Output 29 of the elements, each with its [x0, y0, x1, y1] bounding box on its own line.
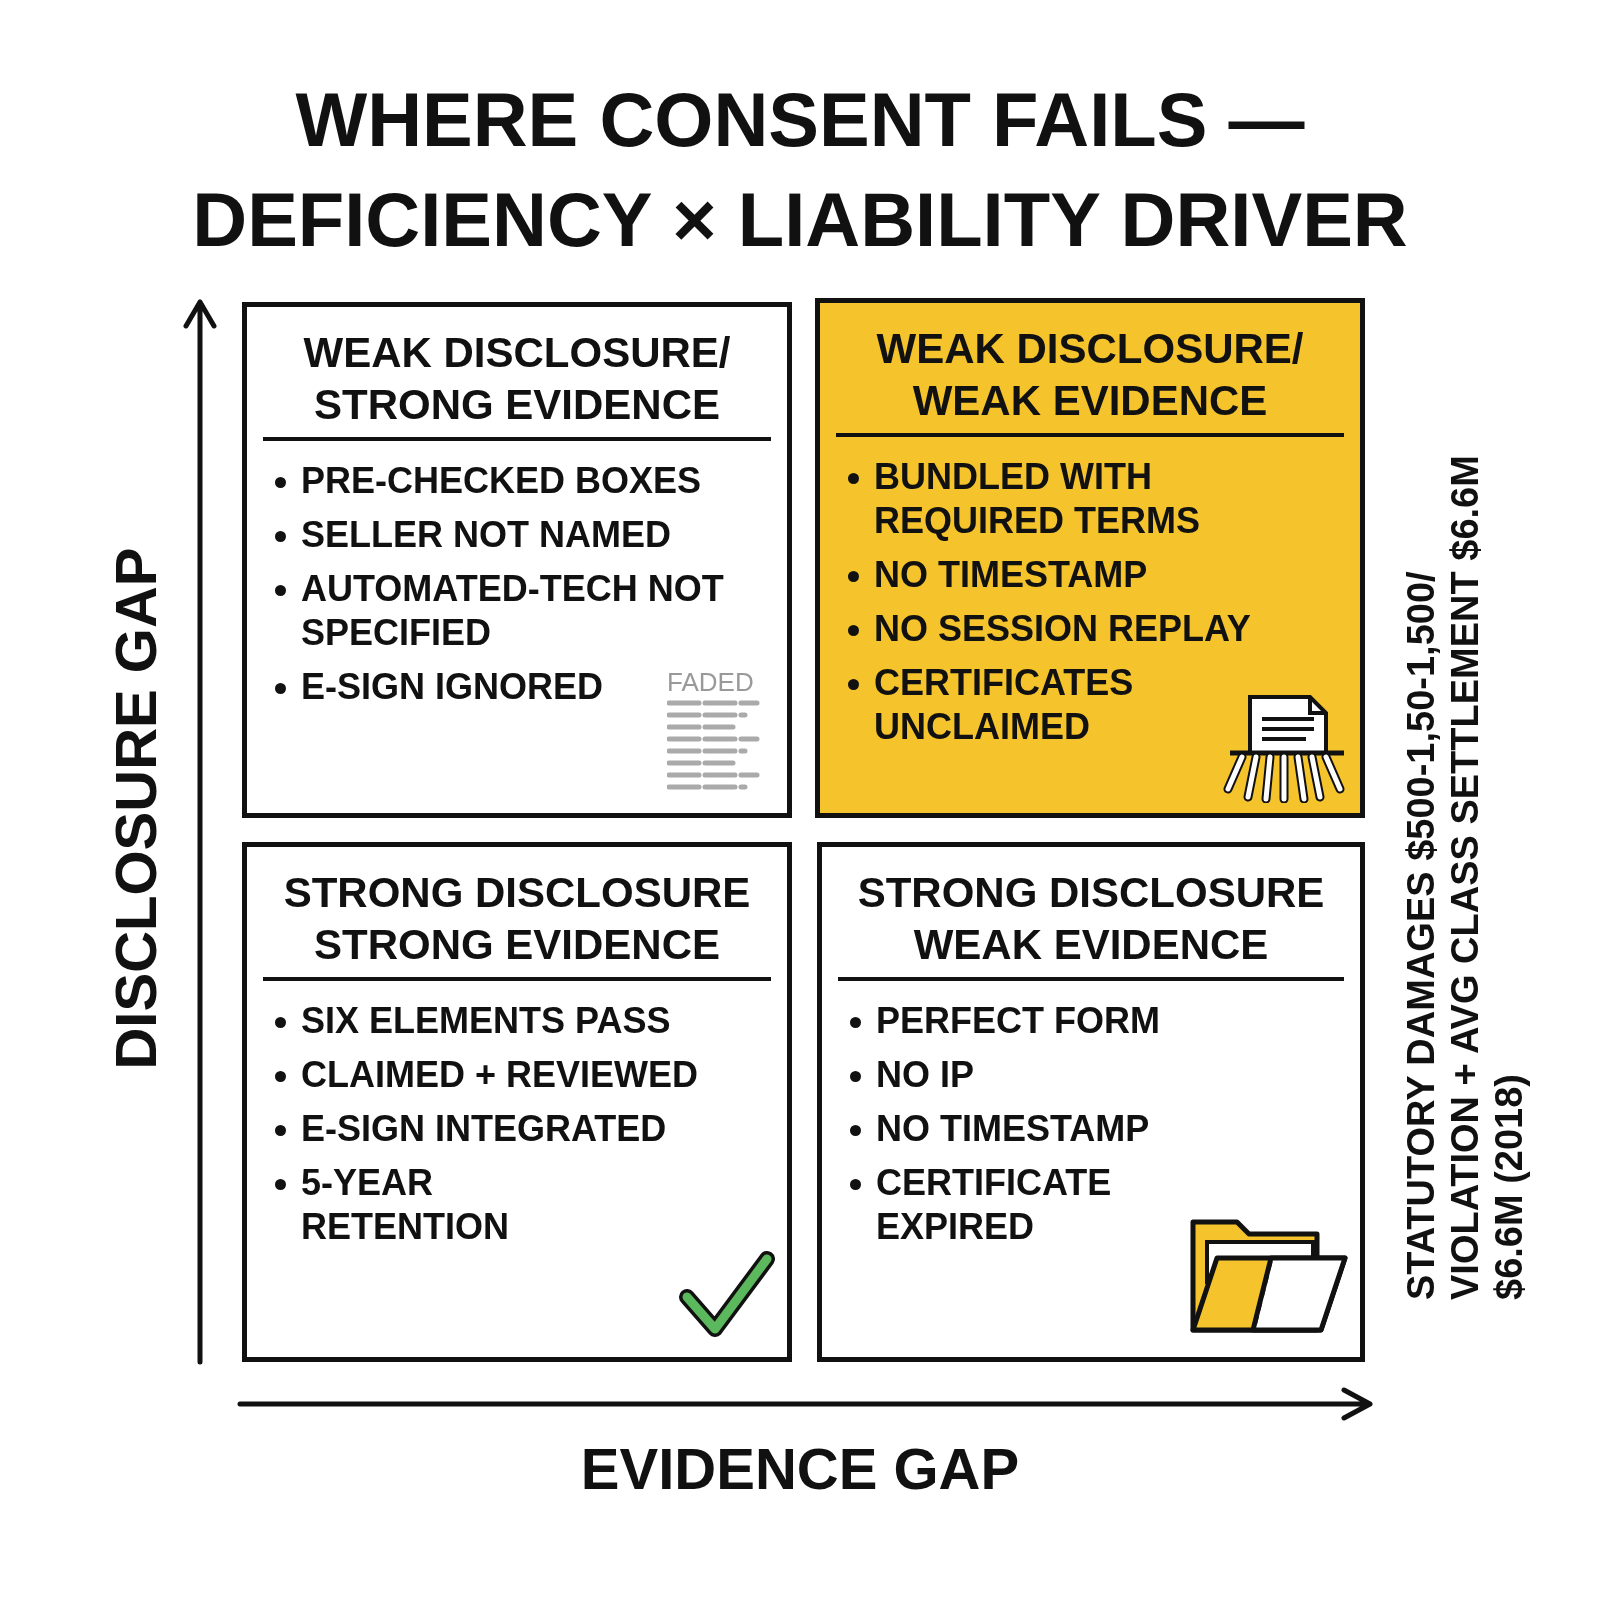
axis-label: EVIDENCE GAP [579, 1435, 1021, 1502]
bullet-text: AUTOMATED-TECH NOT SPECIFIED [301, 568, 724, 653]
bullet-text: NO IP [876, 1054, 974, 1095]
bullet-text: NO TIMESTAMP [876, 1108, 1150, 1149]
bullet-text: NO SESSION REPLAY [874, 608, 1251, 649]
quadrant-box [242, 302, 792, 818]
bullet-text: 5-YEAR RETENTION [301, 1162, 509, 1247]
bullet-text: BUNDLED WITH REQUIRED TERMS [874, 456, 1201, 541]
bullet-text: E-SIGN IGNORED [301, 666, 604, 707]
bullet-text: PRE-CHECKED BOXES [301, 460, 702, 501]
title: WHERE CONSENT FAILS — DEFICIENCY × LIABILITY DRIVER [191, 76, 1409, 264]
quadrant-heading: STRONG DISCLOSURE WEAK EVIDENCE [838, 867, 1344, 981]
bullet-text: PERFECT FORM [876, 1000, 1160, 1041]
bullet-text: CERTIFICATE EXPIRED [876, 1162, 1112, 1247]
quadrant-box [817, 842, 1365, 1362]
bullet-text: NO TIMESTAMP [874, 554, 1148, 595]
quadrant-heading: STRONG DISCLOSURE STRONG EVIDENCE [263, 867, 771, 981]
quadrant-heading: WEAK DISCLOSURE/ WEAK EVIDENCE [836, 323, 1344, 437]
bullet-text: CERTIFICATES UNCLAIMED [874, 662, 1134, 747]
quadrant-heading: WEAK DISCLOSURE/ STRONG EVIDENCE [263, 327, 771, 441]
bullet-text: SELLER NOT NAMED [301, 514, 671, 555]
faded-document-label: FADED [667, 667, 755, 697]
quadrant-box [242, 842, 792, 1362]
bullet-text: E-SIGN INTEGRATED [301, 1108, 667, 1149]
side-note: STATUTORY DAMAGES $500-1,50-1,500/ VIOLATION + AVG CLASS SETTLEMENT $6.6M $6.6M (2018) [1399, 454, 1531, 1300]
bullet-text: CLAIMED + REVIEWED [301, 1054, 699, 1095]
bullet-text: SIX ELEMENTS PASS [301, 1000, 671, 1041]
quadrant-box [815, 298, 1365, 818]
axis-label: DISCLOSURE GAP [101, 546, 169, 1072]
